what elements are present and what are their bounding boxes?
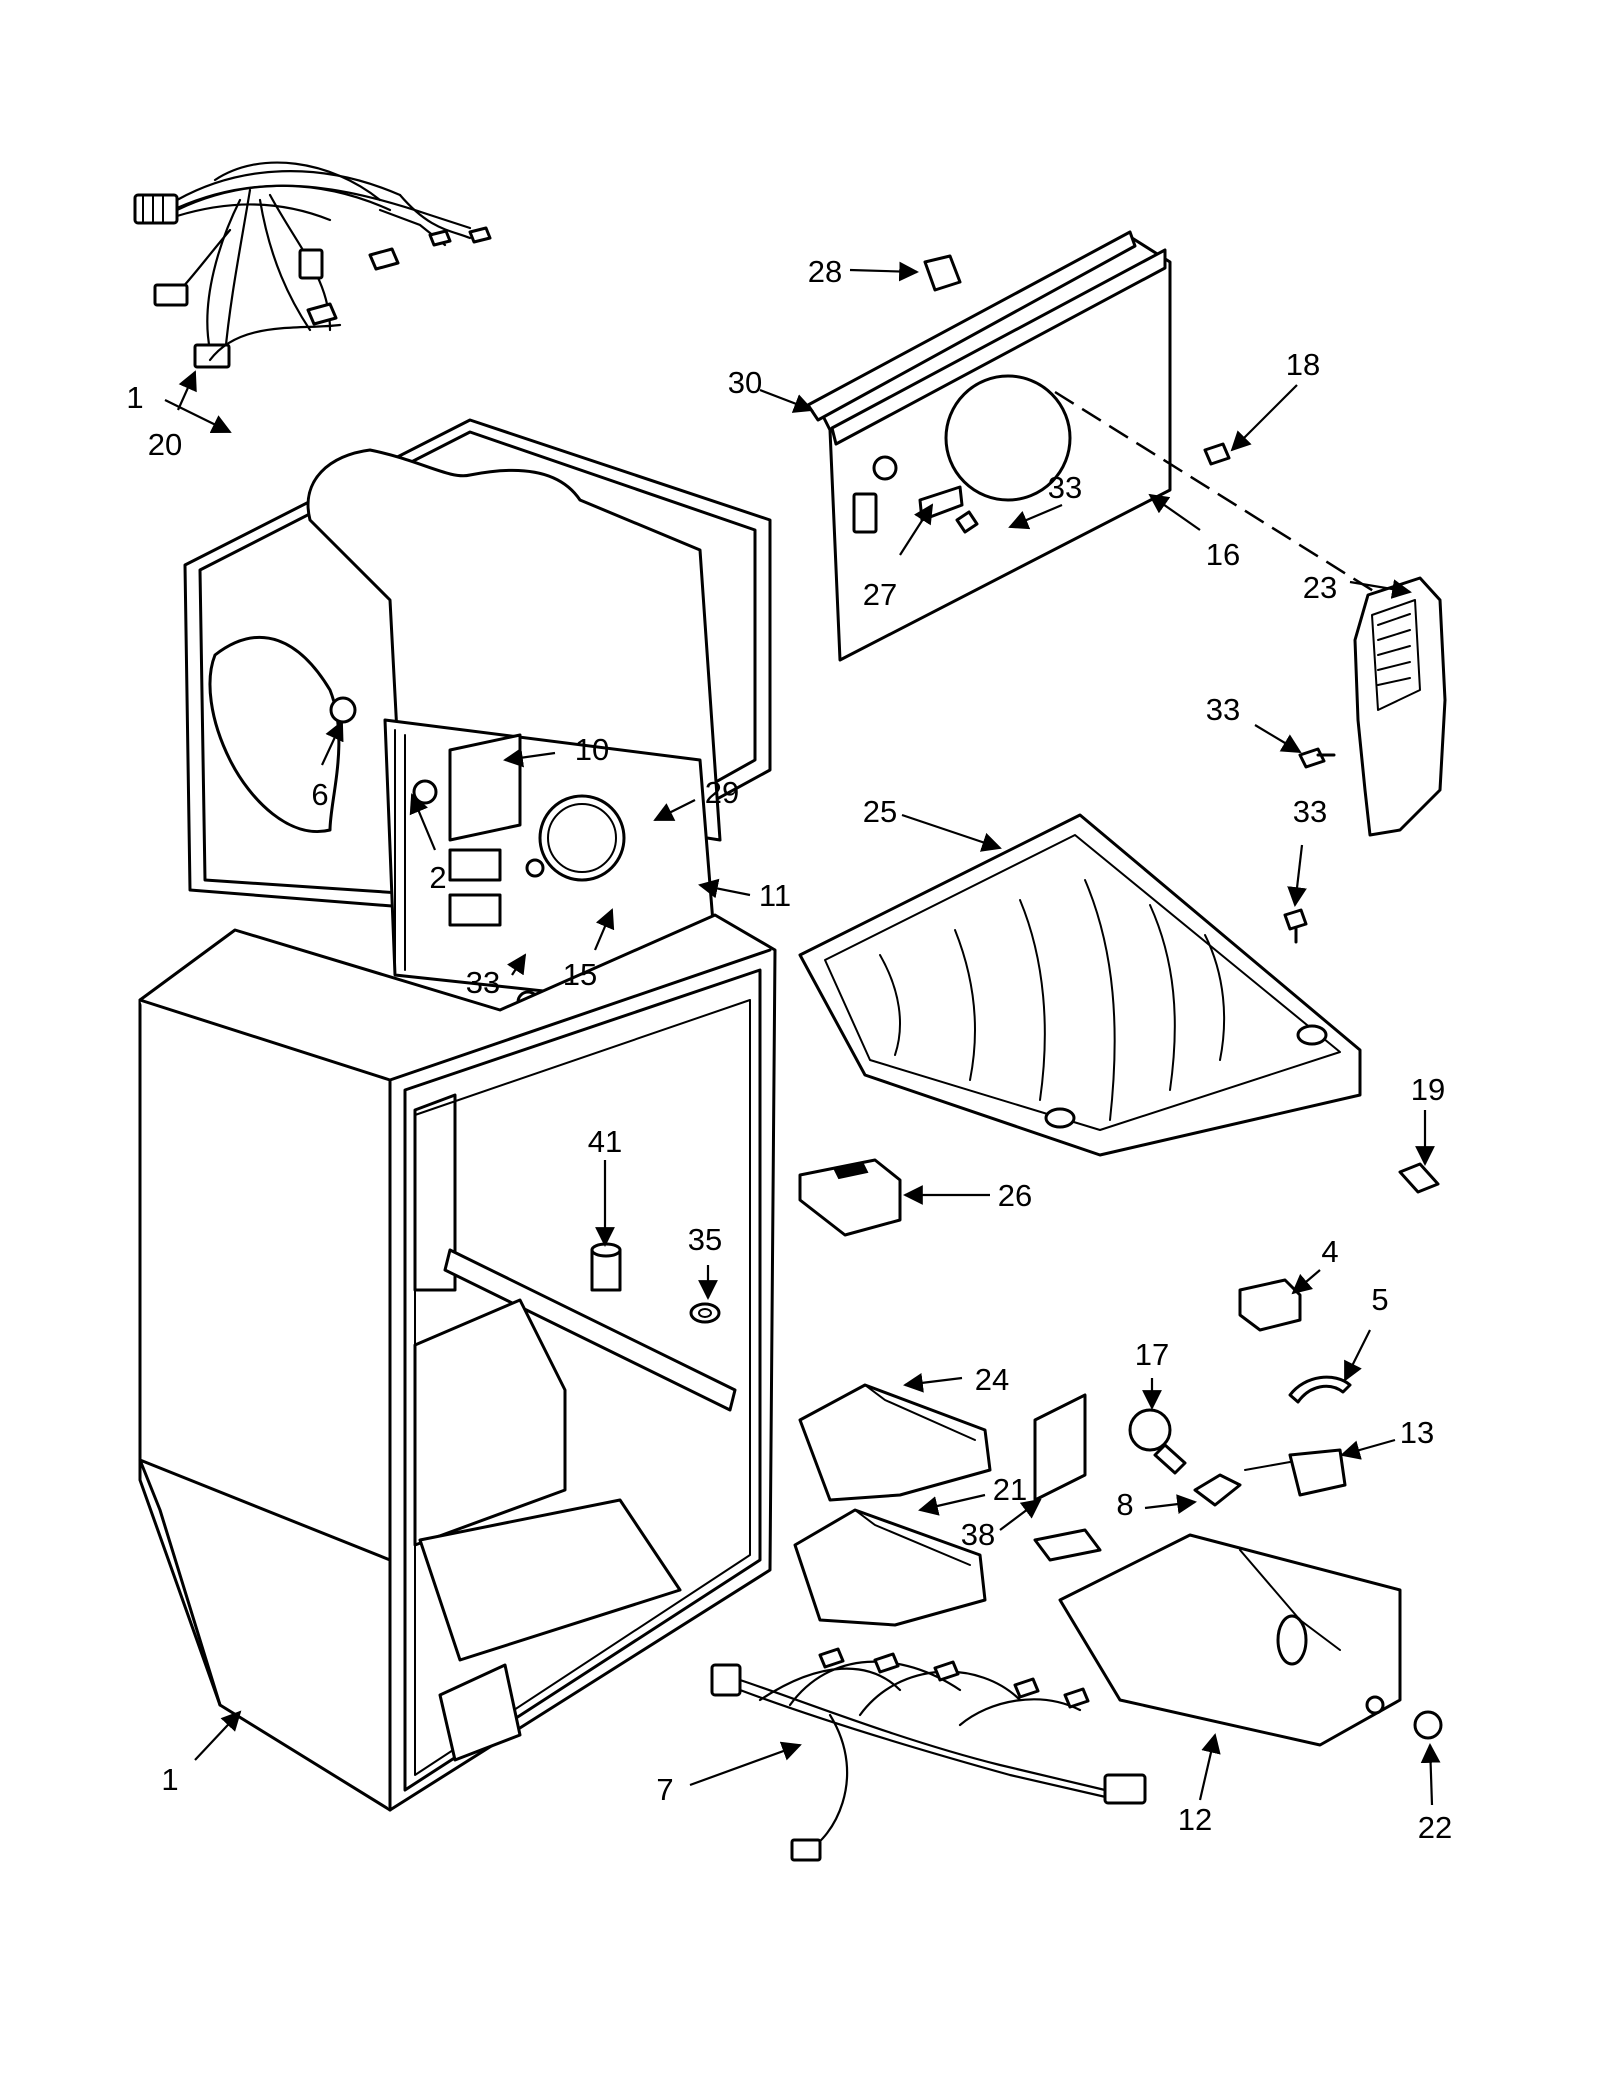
callout-33-liner: 33	[466, 965, 500, 1000]
screw-33-duct	[1298, 747, 1336, 769]
leader-10	[503, 747, 556, 768]
leader-13	[1340, 1438, 1396, 1460]
clip-4	[1238, 1278, 1302, 1332]
callout-41: 41	[588, 1124, 622, 1159]
knob-22	[1413, 1710, 1443, 1740]
callout-12: 12	[1178, 1802, 1212, 1837]
callout-23: 23	[1303, 570, 1337, 605]
callout-13: 13	[1400, 1415, 1434, 1450]
leader-11	[698, 878, 751, 899]
socket-8	[1193, 1473, 1242, 1507]
callout-10: 10	[575, 732, 609, 767]
leader-33-panel	[1008, 503, 1063, 530]
leader-16	[1148, 493, 1201, 531]
callout-15: 15	[563, 957, 597, 992]
callout-18: 18	[1286, 347, 1320, 382]
leader-24	[903, 1373, 963, 1393]
callout-33-panel: 33	[1048, 470, 1082, 505]
leader-15	[593, 908, 615, 951]
leader-6	[321, 720, 344, 766]
callout-6: 6	[311, 777, 328, 812]
fitting-41	[590, 1242, 622, 1292]
callout-21: 21	[993, 1472, 1027, 1507]
callout-38: 38	[961, 1517, 995, 1552]
callout-11: 11	[759, 878, 791, 913]
leader-lines	[164, 261, 1441, 1806]
clip-5	[1288, 1375, 1352, 1404]
callout-1-top: 1	[126, 380, 143, 415]
leader-1-top	[164, 399, 232, 434]
control-box-26	[798, 1158, 902, 1237]
callout-5: 5	[1371, 1282, 1388, 1317]
callout-35: 35	[688, 1222, 722, 1257]
callout-4: 4	[1321, 1234, 1338, 1269]
leader-38	[999, 1498, 1042, 1531]
callout-2: 2	[429, 860, 446, 895]
callout-17: 17	[1135, 1337, 1169, 1372]
callout-26: 26	[998, 1178, 1032, 1213]
fresh-food-liner	[138, 913, 777, 1812]
leader-8	[1144, 1494, 1197, 1514]
callout-25: 25	[863, 794, 897, 829]
leader-2	[409, 793, 437, 851]
leader-21	[918, 1493, 986, 1516]
callout-27: 27	[863, 577, 897, 612]
crisper-cover-21	[793, 1508, 987, 1627]
callout-19: 19	[1411, 1072, 1445, 1107]
leader-33-duct	[1254, 724, 1302, 754]
leader-28	[849, 261, 919, 282]
callout-33-duct: 33	[1206, 692, 1240, 727]
leader-30	[759, 388, 814, 413]
drain-pan-25	[798, 813, 1362, 1157]
callout-1-bottom: 1	[161, 1762, 178, 1797]
crisper-cover-24	[798, 1383, 992, 1502]
control-housing-12	[1058, 1533, 1402, 1747]
freezer-liner	[183, 418, 772, 1024]
bracket-38	[1033, 1393, 1102, 1562]
light-bulb-17	[1128, 1408, 1187, 1475]
callout-16: 16	[1206, 537, 1240, 572]
leader-33-liner	[506, 953, 527, 976]
callout-7: 7	[656, 1772, 673, 1807]
leader-1-bottom	[194, 1710, 242, 1761]
leader-33-tray	[1287, 844, 1307, 907]
leader-20	[176, 370, 197, 411]
wire-harness-top	[133, 161, 492, 369]
leader-25	[901, 813, 1002, 852]
leader-29	[653, 799, 696, 821]
screw-18	[1203, 442, 1231, 466]
air-duct-23	[1353, 576, 1447, 837]
callout-8: 8	[1116, 1487, 1133, 1522]
leader-12	[1198, 1733, 1221, 1801]
evaporator-cover-panel	[806, 230, 1172, 662]
leader-18	[1230, 384, 1298, 452]
spacer-28	[923, 254, 962, 292]
grommet-35	[689, 1302, 721, 1324]
wire-harness-bottom	[710, 1647, 1147, 1862]
callout-22: 22	[1418, 1810, 1452, 1845]
callout-33-tray: 33	[1293, 794, 1327, 829]
leader-27	[899, 503, 934, 556]
light-socket-19	[1398, 1162, 1440, 1194]
leader-22	[1420, 1743, 1441, 1806]
callout-24: 24	[975, 1362, 1009, 1397]
callout-30: 30	[728, 365, 762, 400]
leader-5	[1344, 1329, 1371, 1382]
leader-7	[689, 1741, 802, 1787]
callout-20: 20	[148, 427, 182, 462]
callout-labels: 1 1 2 4 5 6 7 8 10 11 12 13 15 16 17 18 …	[126, 254, 1452, 1845]
callout-29: 29	[705, 775, 739, 810]
leader-4	[1291, 1269, 1321, 1295]
callout-28: 28	[808, 254, 842, 289]
screw-33-tray	[1283, 908, 1308, 944]
control-knob-13	[1244, 1448, 1347, 1497]
leader-23	[1349, 579, 1412, 599]
